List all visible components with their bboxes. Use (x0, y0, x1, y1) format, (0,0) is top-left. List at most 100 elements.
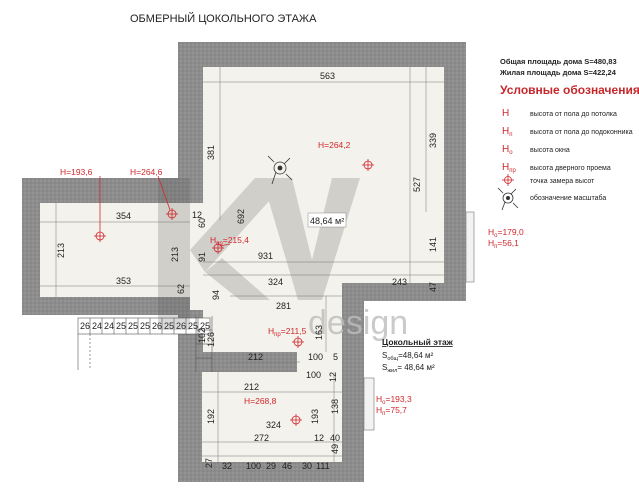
stairs (77, 316, 213, 372)
floor-info-living: Sжил= 48,64 м² (382, 363, 435, 374)
legend-scale-icon (497, 187, 519, 211)
summary-living: Жилая площадь дома S=422,24 (499, 68, 617, 77)
dim-324b: 324 (266, 420, 281, 430)
dim-163: 163 (314, 325, 324, 340)
dim-213: 213 (56, 243, 66, 258)
stair-step-1: 26 (80, 321, 90, 331)
window-lower-ho: Hо=193,3 (376, 394, 412, 406)
legend-label-hp: высота от пола до подоконника (530, 129, 633, 136)
dim-563: 563 (320, 71, 335, 81)
stair-step-labels: 26 24 24 25 25 25 26 25 26 25 25 (80, 321, 210, 331)
dim-46: 46 (282, 461, 292, 471)
legend-symbol-hp: Hп (502, 126, 512, 138)
dim-100c: 100 (246, 461, 261, 471)
summary-total: Общая площадь дома S=480,83 (500, 57, 617, 66)
dim-49: 49 (330, 444, 340, 454)
dim-339: 339 (428, 133, 438, 148)
dim-126: 126 (206, 332, 216, 347)
stair-step-11: 25 (200, 321, 210, 331)
window-upper-hp: Hп=56,1 (488, 238, 519, 250)
legend-marker-icon (502, 174, 514, 186)
dim-931: 931 (258, 251, 273, 261)
dim-281: 281 (276, 301, 291, 311)
dim-527: 527 (412, 177, 422, 192)
stair-step-10: 25 (188, 321, 198, 331)
dim-692: 692 (236, 209, 246, 224)
legend-symbol-h: H (502, 108, 509, 119)
height-main: H=264,2 (318, 140, 351, 150)
dim-30: 30 (302, 461, 312, 471)
dim-12c: 12 (314, 433, 324, 443)
summary: Общая площадь дома S=480,83 Жилая площад… (499, 57, 617, 77)
watermark-text: design (308, 304, 408, 342)
dim-29: 29 (266, 461, 276, 471)
stair-step-2: 24 (92, 321, 102, 331)
dim-138: 138 (330, 399, 340, 414)
scale-symbol-icon (267, 155, 293, 185)
dim-5: 5 (333, 352, 338, 362)
dim-141: 141 (428, 237, 438, 252)
dim-100b: 100 (306, 370, 321, 380)
legend-label-ho: высота окна (530, 147, 570, 154)
dim-212b: 212 (244, 382, 259, 392)
floor-info: Цокольный этаж Sобщ=48,64 м² Sжил= 48,64… (382, 337, 454, 374)
dim-354: 354 (116, 211, 131, 221)
height-markers (94, 159, 374, 426)
dim-100: 100 (308, 352, 323, 362)
dim-27: 27 (204, 458, 214, 468)
stair-step-5: 25 (128, 321, 138, 331)
dimension-lines (40, 67, 444, 462)
dim-47: 47 (428, 282, 438, 292)
dim-111: 111 (316, 461, 330, 471)
legend-label-h: высота от пола до потолка (530, 111, 617, 118)
room-area: 48,64 м² (310, 216, 344, 226)
dim-353: 353 (116, 276, 131, 286)
dim-12b: 12 (328, 372, 338, 382)
stair-step-3: 24 (104, 321, 114, 331)
window-lower-hp: Hп=75,7 (376, 405, 407, 417)
stair-step-8: 25 (164, 321, 174, 331)
floor-info-title: Цокольный этаж (382, 337, 454, 347)
window-upper-ho: Hо=179,0 (488, 227, 524, 239)
height-bottom: H=268,8 (244, 396, 277, 406)
height-door-1: Hпр=215,4 (210, 235, 249, 247)
legend-title: Условные обозначения: (500, 83, 639, 97)
stair-step-7: 26 (152, 321, 162, 331)
dim-40: 40 (330, 433, 340, 443)
legend-symbol-hpr: Hпр (502, 162, 516, 174)
legend-label-hpr: высота дверного проема (530, 165, 611, 172)
dim-91: 91 (197, 252, 207, 262)
window-notes: Hо=179,0 Hп=56,1 Hо=193,3 Hп=75,7 (376, 227, 524, 417)
dim-62: 62 (176, 284, 186, 294)
legend: Условные обозначения: H высота от пола д… (497, 83, 639, 211)
height-door-2: Hпр=211,5 (268, 326, 307, 338)
stair-step-9: 26 (176, 321, 186, 331)
dim-212: 212 (248, 352, 263, 362)
height-left: H=193,6 (60, 167, 93, 177)
dim-94: 94 (211, 290, 221, 300)
dim-12: 12 (192, 210, 202, 220)
dim-324: 324 (268, 277, 283, 287)
room-area-box (307, 212, 347, 228)
floor-info-total: Sобщ=48,64 м² (382, 351, 433, 362)
plan-title: ОБМЕРНЫЙ ЦОКОЛЬНОГО ЭТАЖА (130, 12, 317, 25)
walls (22, 42, 475, 482)
dim-243: 243 (392, 277, 407, 287)
legend-label-scale: обозначение масштаба (530, 194, 606, 202)
dimension-texts: 563 339 381 527 692 141 47 931 324 243 2… (56, 71, 438, 471)
stair-step-6: 25 (140, 321, 150, 331)
dim-102: 102 (197, 328, 207, 343)
dim-192: 192 (206, 409, 216, 424)
dim-193: 193 (310, 409, 320, 424)
dim-32: 32 (222, 461, 232, 471)
legend-label-marker: точка замера высот (530, 178, 595, 185)
dim-381: 381 (206, 145, 216, 160)
dim-213b: 213 (170, 247, 180, 262)
kv-watermark-logo (158, 178, 360, 330)
height-passage: H=264,6 (130, 167, 163, 177)
dim-60: 60 (197, 218, 207, 228)
stair-step-4: 25 (116, 321, 126, 331)
floors (40, 67, 444, 462)
height-labels: H=264,2 H=193,6 H=264,6 Hпр=215,4 Hпр=21… (60, 140, 351, 406)
